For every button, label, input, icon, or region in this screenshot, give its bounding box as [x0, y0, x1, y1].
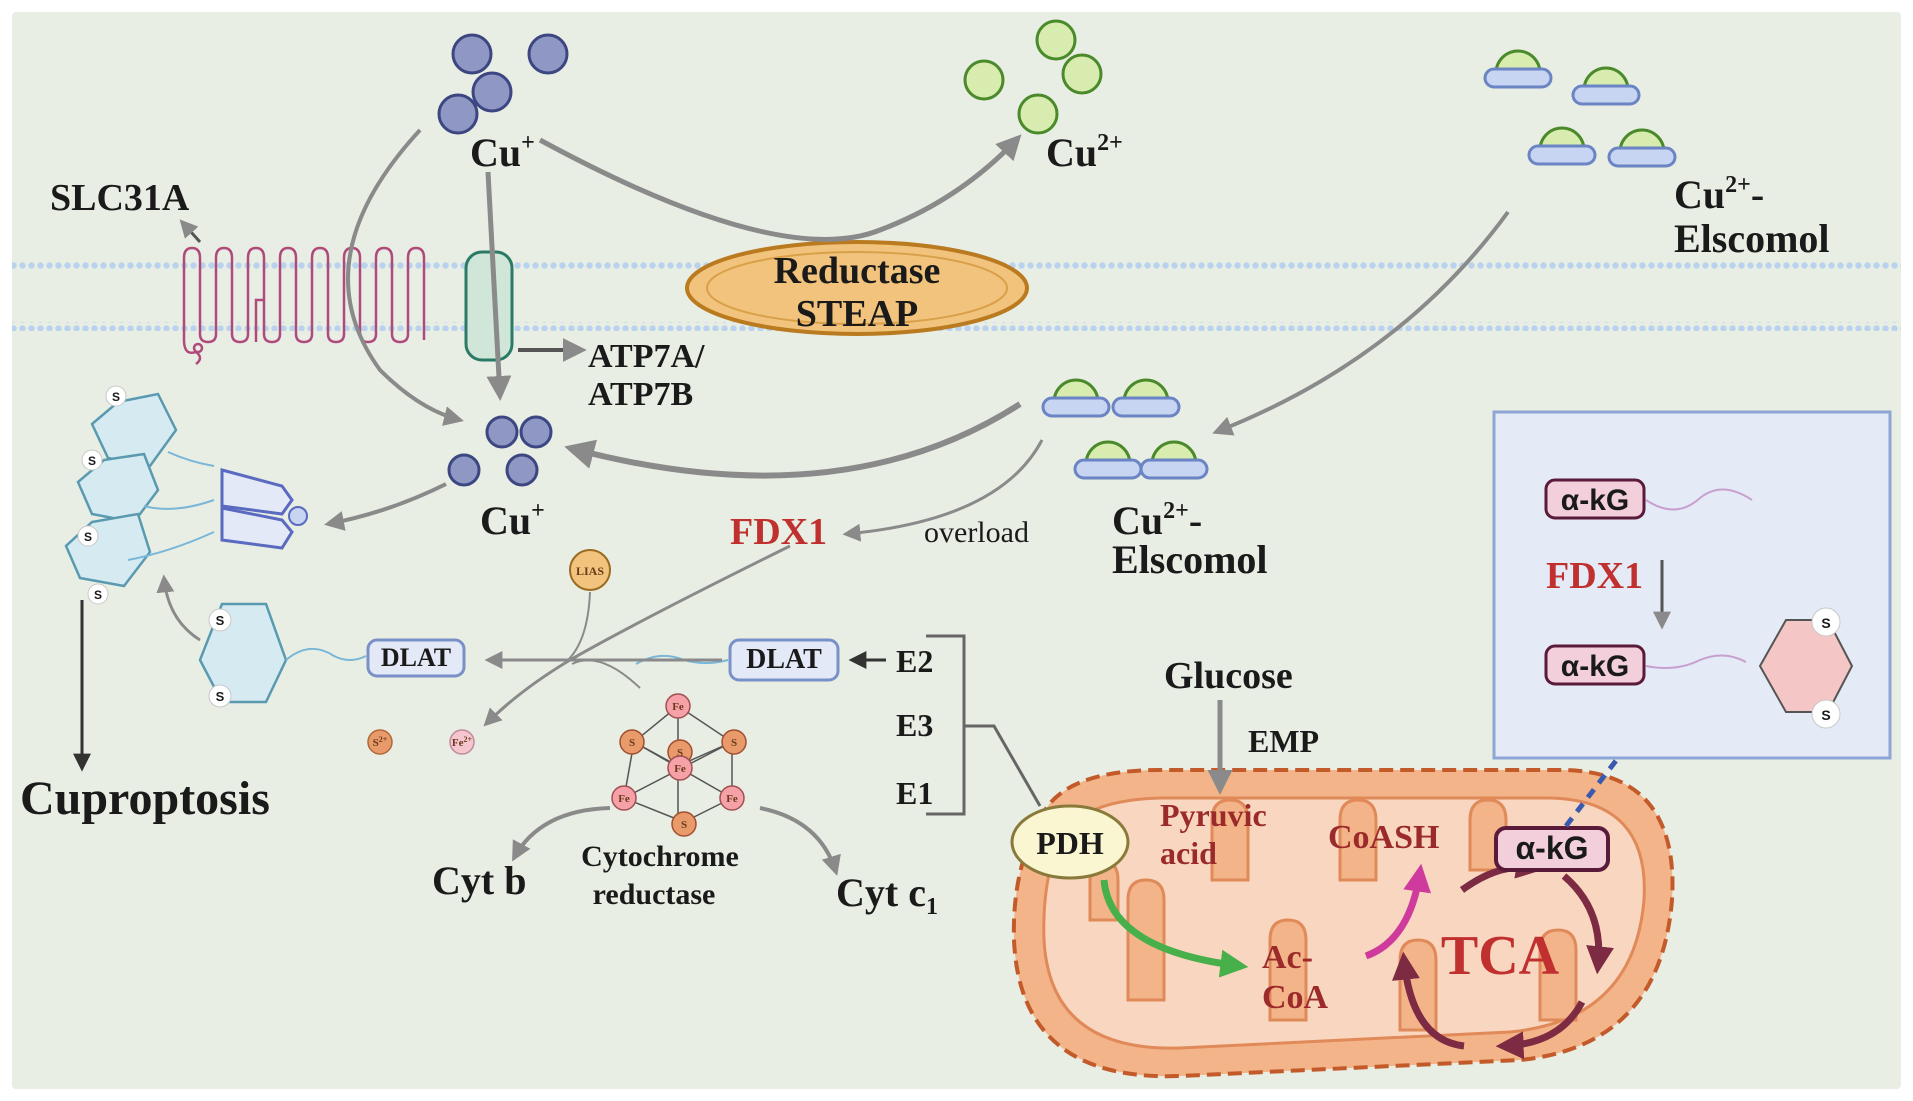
- cu-uptake-arrow-straight: [485, 171, 512, 401]
- overload-label: overload: [924, 516, 1029, 549]
- svg-text:S: S: [1821, 707, 1830, 723]
- slc31a-transporter-icon: [182, 246, 426, 365]
- svg-text:S: S: [681, 819, 687, 831]
- iron-ion: Fe2+: [449, 729, 475, 755]
- atp7-channel-icon: [464, 250, 514, 362]
- dlat-left-box: [366, 638, 466, 678]
- fdx1-label: FDX1: [730, 511, 827, 553]
- cyt-b-arrow: [512, 806, 611, 862]
- cyt-b-label: Cyt b: [432, 858, 526, 903]
- cu-plus-ions-top: [437, 33, 569, 135]
- svg-text:S: S: [112, 390, 120, 404]
- reductase-steap-enzyme: [685, 240, 1029, 336]
- elscomol-release-arrow: [564, 401, 1022, 479]
- svg-text:S: S: [94, 588, 102, 602]
- inset-fdx1-label: FDX1: [1546, 555, 1643, 597]
- coash-label: CoASH: [1328, 819, 1439, 856]
- e2-label: E2: [896, 643, 933, 679]
- cu-plus-middle-label: Cu+: [480, 498, 545, 543]
- cu-elscomol-middle-label-line2: Elscomol: [1112, 537, 1268, 582]
- inset-akg-top-label: α-kG: [1561, 484, 1629, 517]
- lias-enzyme-icon: [569, 549, 611, 591]
- akg-lipoylation-inset: S S: [1492, 410, 1892, 760]
- pyruvic-label: Pyruvic: [1160, 797, 1267, 833]
- dlat-right-label: DLAT: [746, 644, 822, 675]
- reductase-label: Reductase: [774, 250, 941, 292]
- svg-text:Fe: Fe: [672, 701, 684, 713]
- slc31a-label: SLC31A: [50, 177, 190, 219]
- reductase-small-label: reductase: [593, 878, 716, 911]
- lipoyl-aggregation-arrow: [156, 574, 201, 642]
- svg-text:S: S: [216, 689, 225, 704]
- cyt-c1-arrow: [759, 806, 841, 876]
- akg-mito-box: [1494, 826, 1610, 872]
- acetyl-coa-arrow: [1100, 879, 1249, 978]
- svg-text:Fe2+: Fe2+: [452, 735, 473, 749]
- pdh-label: PDH: [1036, 825, 1104, 861]
- cyt-c1-label: Cyt c1: [836, 870, 938, 920]
- e3-label: E3: [896, 707, 933, 743]
- svg-text:S2+: S2+: [373, 735, 388, 749]
- cu-binding-arrow: [324, 482, 447, 531]
- akg-mito-label: α-kG: [1515, 830, 1588, 866]
- ac-label: Ac-: [1262, 939, 1313, 976]
- coash-release-arrow: [1364, 863, 1431, 960]
- fdx1-fes-arrow: [483, 544, 791, 727]
- lias-label: LIAS: [576, 564, 604, 578]
- cu-elscomol-top-label-line2: Elscomol: [1674, 216, 1830, 261]
- pdh-bracket-connector: [964, 724, 1042, 807]
- svg-text:S: S: [677, 747, 683, 759]
- lipoyl-oligomer-icon: S S S S: [64, 385, 308, 605]
- dlat-right-box: [728, 638, 840, 682]
- atp7a-label: ATP7A/: [588, 338, 705, 375]
- pdh-complex-icon: [1010, 804, 1130, 880]
- cu-plus-top-label: Cu+: [470, 130, 535, 175]
- svg-text:Fe: Fe: [618, 793, 630, 805]
- cu-elscomol-top-label-line1: Cu2+-: [1674, 172, 1764, 217]
- cu-uptake-arrow-curved: [346, 128, 464, 426]
- overload-arrow: [842, 439, 1044, 542]
- svg-text:S: S: [84, 530, 92, 544]
- slc31a-pointer-arrow: [179, 219, 202, 244]
- svg-text:S: S: [1821, 615, 1830, 631]
- tca-label: TCA: [1441, 925, 1560, 987]
- svg-text:Fe: Fe: [726, 793, 738, 805]
- e1-label: E1: [896, 775, 933, 811]
- cu-elscomol-middle-label-line1: Cu2+-: [1112, 498, 1202, 543]
- svg-text:S: S: [88, 454, 96, 468]
- elscomol-complexes-middle: [1041, 378, 1209, 480]
- steap-label: STEAP: [796, 293, 918, 335]
- inset-akg-bottom-label: α-kG: [1561, 650, 1629, 683]
- acid-label: acid: [1160, 835, 1217, 871]
- inset-connector: [1564, 756, 1620, 828]
- atp7b-label: ATP7B: [588, 376, 693, 413]
- cu-oxidation-arrow: [538, 134, 1022, 242]
- cytochrome-label: Cytochrome: [581, 840, 739, 873]
- iron-sulfur-cluster-icon: Fe S S S Fe Fe Fe S: [611, 693, 747, 837]
- svg-text:S: S: [731, 737, 737, 749]
- svg-text:S: S: [629, 737, 635, 749]
- lias-link: [567, 591, 591, 661]
- cluster-link: [571, 659, 641, 689]
- dlat-left-label: DLAT: [381, 643, 451, 672]
- elscomol-transport-arrow: [1212, 210, 1510, 436]
- svg-text:Fe: Fe: [674, 763, 686, 775]
- coa-label: CoA: [1262, 979, 1329, 1016]
- emp-label: EMP: [1248, 723, 1319, 759]
- cu-2plus-top-label: Cu2+: [1046, 130, 1123, 175]
- elscomol-complexes-top: [1483, 49, 1677, 168]
- cu-plus-ions-middle: [447, 415, 553, 487]
- glucose-label: Glucose: [1164, 655, 1293, 697]
- cu-2plus-ions-top: [963, 19, 1103, 135]
- cuproptosis-label: Cuproptosis: [20, 772, 270, 825]
- lipoyl-ring-icon: S S: [198, 602, 367, 708]
- sulfur-ion: S2+: [367, 729, 393, 755]
- svg-text:S: S: [216, 613, 225, 628]
